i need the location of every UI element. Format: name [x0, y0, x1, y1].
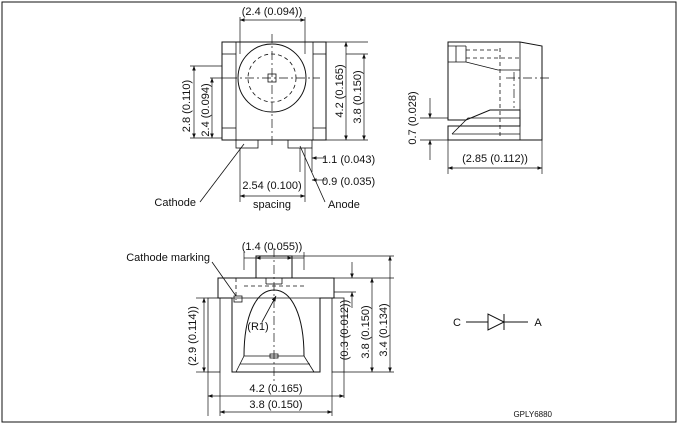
- top-height-outer-dim: 4.2 (0.165): [334, 64, 346, 117]
- anode-label: Anode: [328, 199, 360, 211]
- lens-inner-circle: [247, 53, 297, 103]
- cathode-marking-label: Cathode marking: [126, 252, 210, 264]
- top-width-dim: (2.4 (0.094)): [242, 6, 303, 18]
- bottom-right-dim-1: (0.3 (0.012)): [339, 300, 351, 361]
- spacing-dim: 2.54 (0.100): [242, 180, 301, 192]
- bottom-view: (R1) Cathode marking (1.4 (0.055)) (2.9 …: [126, 241, 394, 416]
- diode-symbol: C A: [453, 313, 542, 331]
- bottom-right-dim-3: 3.4 (0.134): [378, 303, 390, 356]
- top-height-inner-dim: 3.8 (0.150): [352, 70, 364, 123]
- notch-dim: (1.4 (0.055)): [242, 241, 303, 253]
- symbol-a-label: A: [534, 317, 542, 329]
- bottom-view-body: [217, 277, 335, 373]
- bottom-width-dim-2: 3.8 (0.150): [249, 399, 302, 411]
- pad-dim-2: 0.9 (0.035): [322, 176, 375, 188]
- top-left-outer-dim: 2.8 (0.110): [181, 80, 193, 132]
- symbol-c-label: C: [453, 317, 461, 329]
- top-view-body: [221, 41, 327, 141]
- drawing-code: GPLY6880: [513, 410, 552, 419]
- side-width-dim: (2.85 (0.112)): [462, 153, 528, 165]
- top-left-inner-dim: 2.4 (0.094): [200, 83, 212, 136]
- cathode-pad: [235, 139, 259, 149]
- spacing-label: spacing: [253, 199, 291, 211]
- side-view: 0.7 (0.028) (2.85 (0.112)): [407, 41, 550, 174]
- side-height-dim: 0.7 (0.028): [407, 91, 419, 144]
- pad-dim-1: 1.1 (0.043): [322, 154, 375, 166]
- bottom-left-dim: (2.9 (0.114)): [187, 306, 199, 366]
- diode-triangle: [487, 313, 506, 331]
- bottom-width-dim-1: 4.2 (0.165): [249, 383, 302, 395]
- lens-outer-circle: [237, 43, 307, 113]
- side-view-body: [447, 41, 543, 141]
- bottom-right-dim-2: 3.8 (0.150): [360, 305, 372, 358]
- radius-label: (R1): [247, 321, 268, 333]
- drawing-frame: [1, 1, 677, 423]
- cathode-label: Cathode: [154, 197, 196, 209]
- top-view: (2.4 (0.094)) 4.2 (0.165) 3.8 (0.150) 2.…: [154, 6, 375, 211]
